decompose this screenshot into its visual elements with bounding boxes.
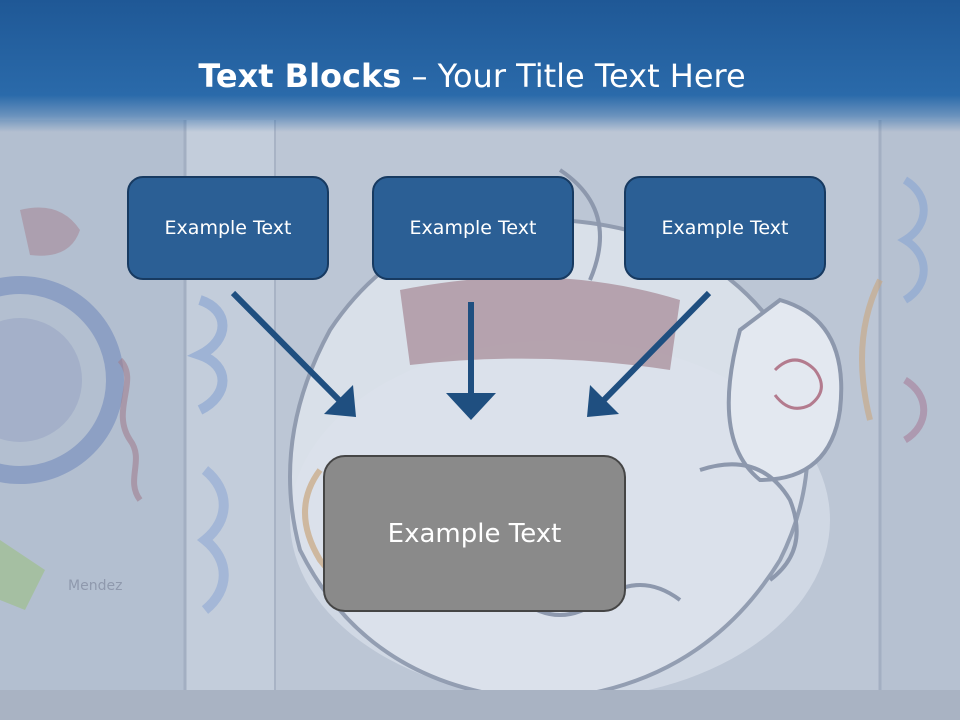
text-block-2[interactable]: Example Text [372, 176, 574, 280]
header-bar [0, 0, 960, 132]
title-dash: – [401, 57, 438, 95]
text-block-1[interactable]: Example Text [127, 176, 329, 280]
slide-title[interactable]: Text Blocks – Your Title Text Here [0, 56, 944, 96]
arrow-right-head [587, 385, 619, 417]
text-block-3[interactable]: Example Text [624, 176, 826, 280]
text-block-2-label: Example Text [409, 217, 537, 239]
arrow-middle-head [446, 393, 496, 420]
text-block-1-label: Example Text [164, 217, 292, 239]
svg-text:Mendez: Mendez [68, 578, 122, 594]
arrow-left-head [324, 385, 356, 417]
arrow-left [230, 290, 346, 407]
text-block-3-label: Example Text [661, 217, 789, 239]
title-regular-part: Your Title Text Here [437, 57, 746, 95]
result-block-label: Example Text [387, 518, 562, 549]
arrow-right [597, 290, 712, 407]
title-bold-part: Text Blocks [198, 57, 402, 95]
result-block[interactable]: Example Text [323, 455, 626, 612]
